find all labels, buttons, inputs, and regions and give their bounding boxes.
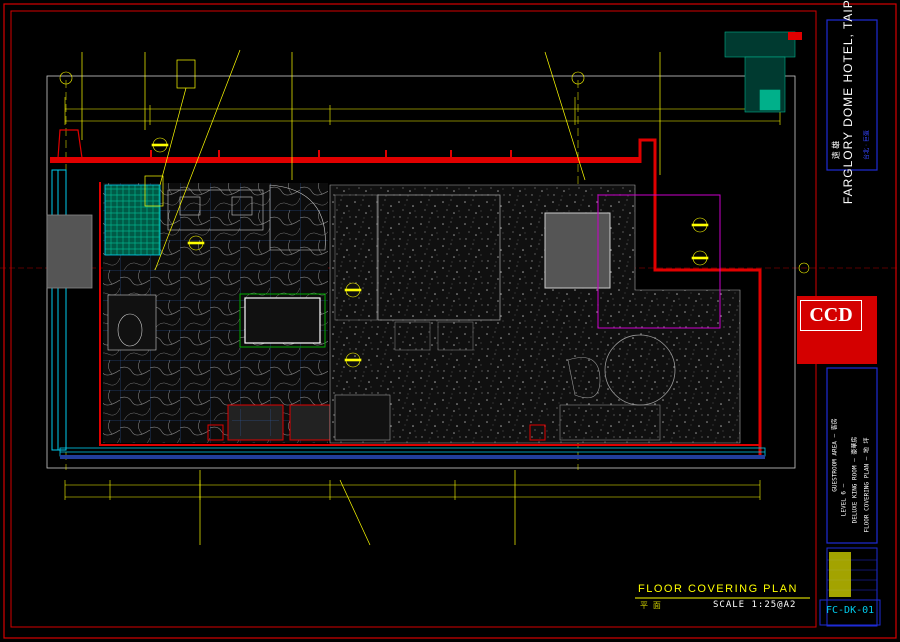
- key-plan: [724, 31, 796, 113]
- firm-logo: CCD: [800, 300, 862, 331]
- column: [46, 214, 93, 289]
- top-dimensions: [64, 97, 781, 125]
- project-name: FARGLORY DOME HOTEL, TAIPEI: [841, 0, 855, 205]
- sheet-room: DELUXE KING ROOM — 豪華房: [851, 436, 859, 524]
- round-table: [604, 334, 676, 406]
- exterior-wall: [50, 157, 640, 163]
- project-location: 台北 · 巨蛋: [863, 130, 871, 160]
- sheet-number: FC-DK-01: [826, 605, 875, 616]
- sheet-level: LEVEL 6 —: [840, 483, 848, 517]
- sheet-plan: FLOOR COVERING PLAN — 地 坪: [863, 437, 871, 533]
- window-strip: [59, 447, 766, 457]
- drawing-title-sub: 平 面: [640, 601, 661, 610]
- shower-area: [104, 184, 161, 256]
- bottom-dimensions: [64, 480, 761, 500]
- media-cabinet: [544, 212, 611, 289]
- drawing-scale: SCALE 1:25@A2: [713, 600, 797, 610]
- sheet-area: GUESTROOM AREA — 客房: [831, 418, 839, 492]
- bathtub: [244, 297, 321, 344]
- bedroom-carpet: [329, 184, 741, 444]
- bed: [377, 194, 501, 321]
- drawing-title: FLOOR COVERING PLAN: [638, 583, 798, 595]
- sheet-border: [3, 3, 897, 639]
- window-wall: [51, 169, 67, 451]
- project-name-cn: 遠 雄: [831, 140, 841, 160]
